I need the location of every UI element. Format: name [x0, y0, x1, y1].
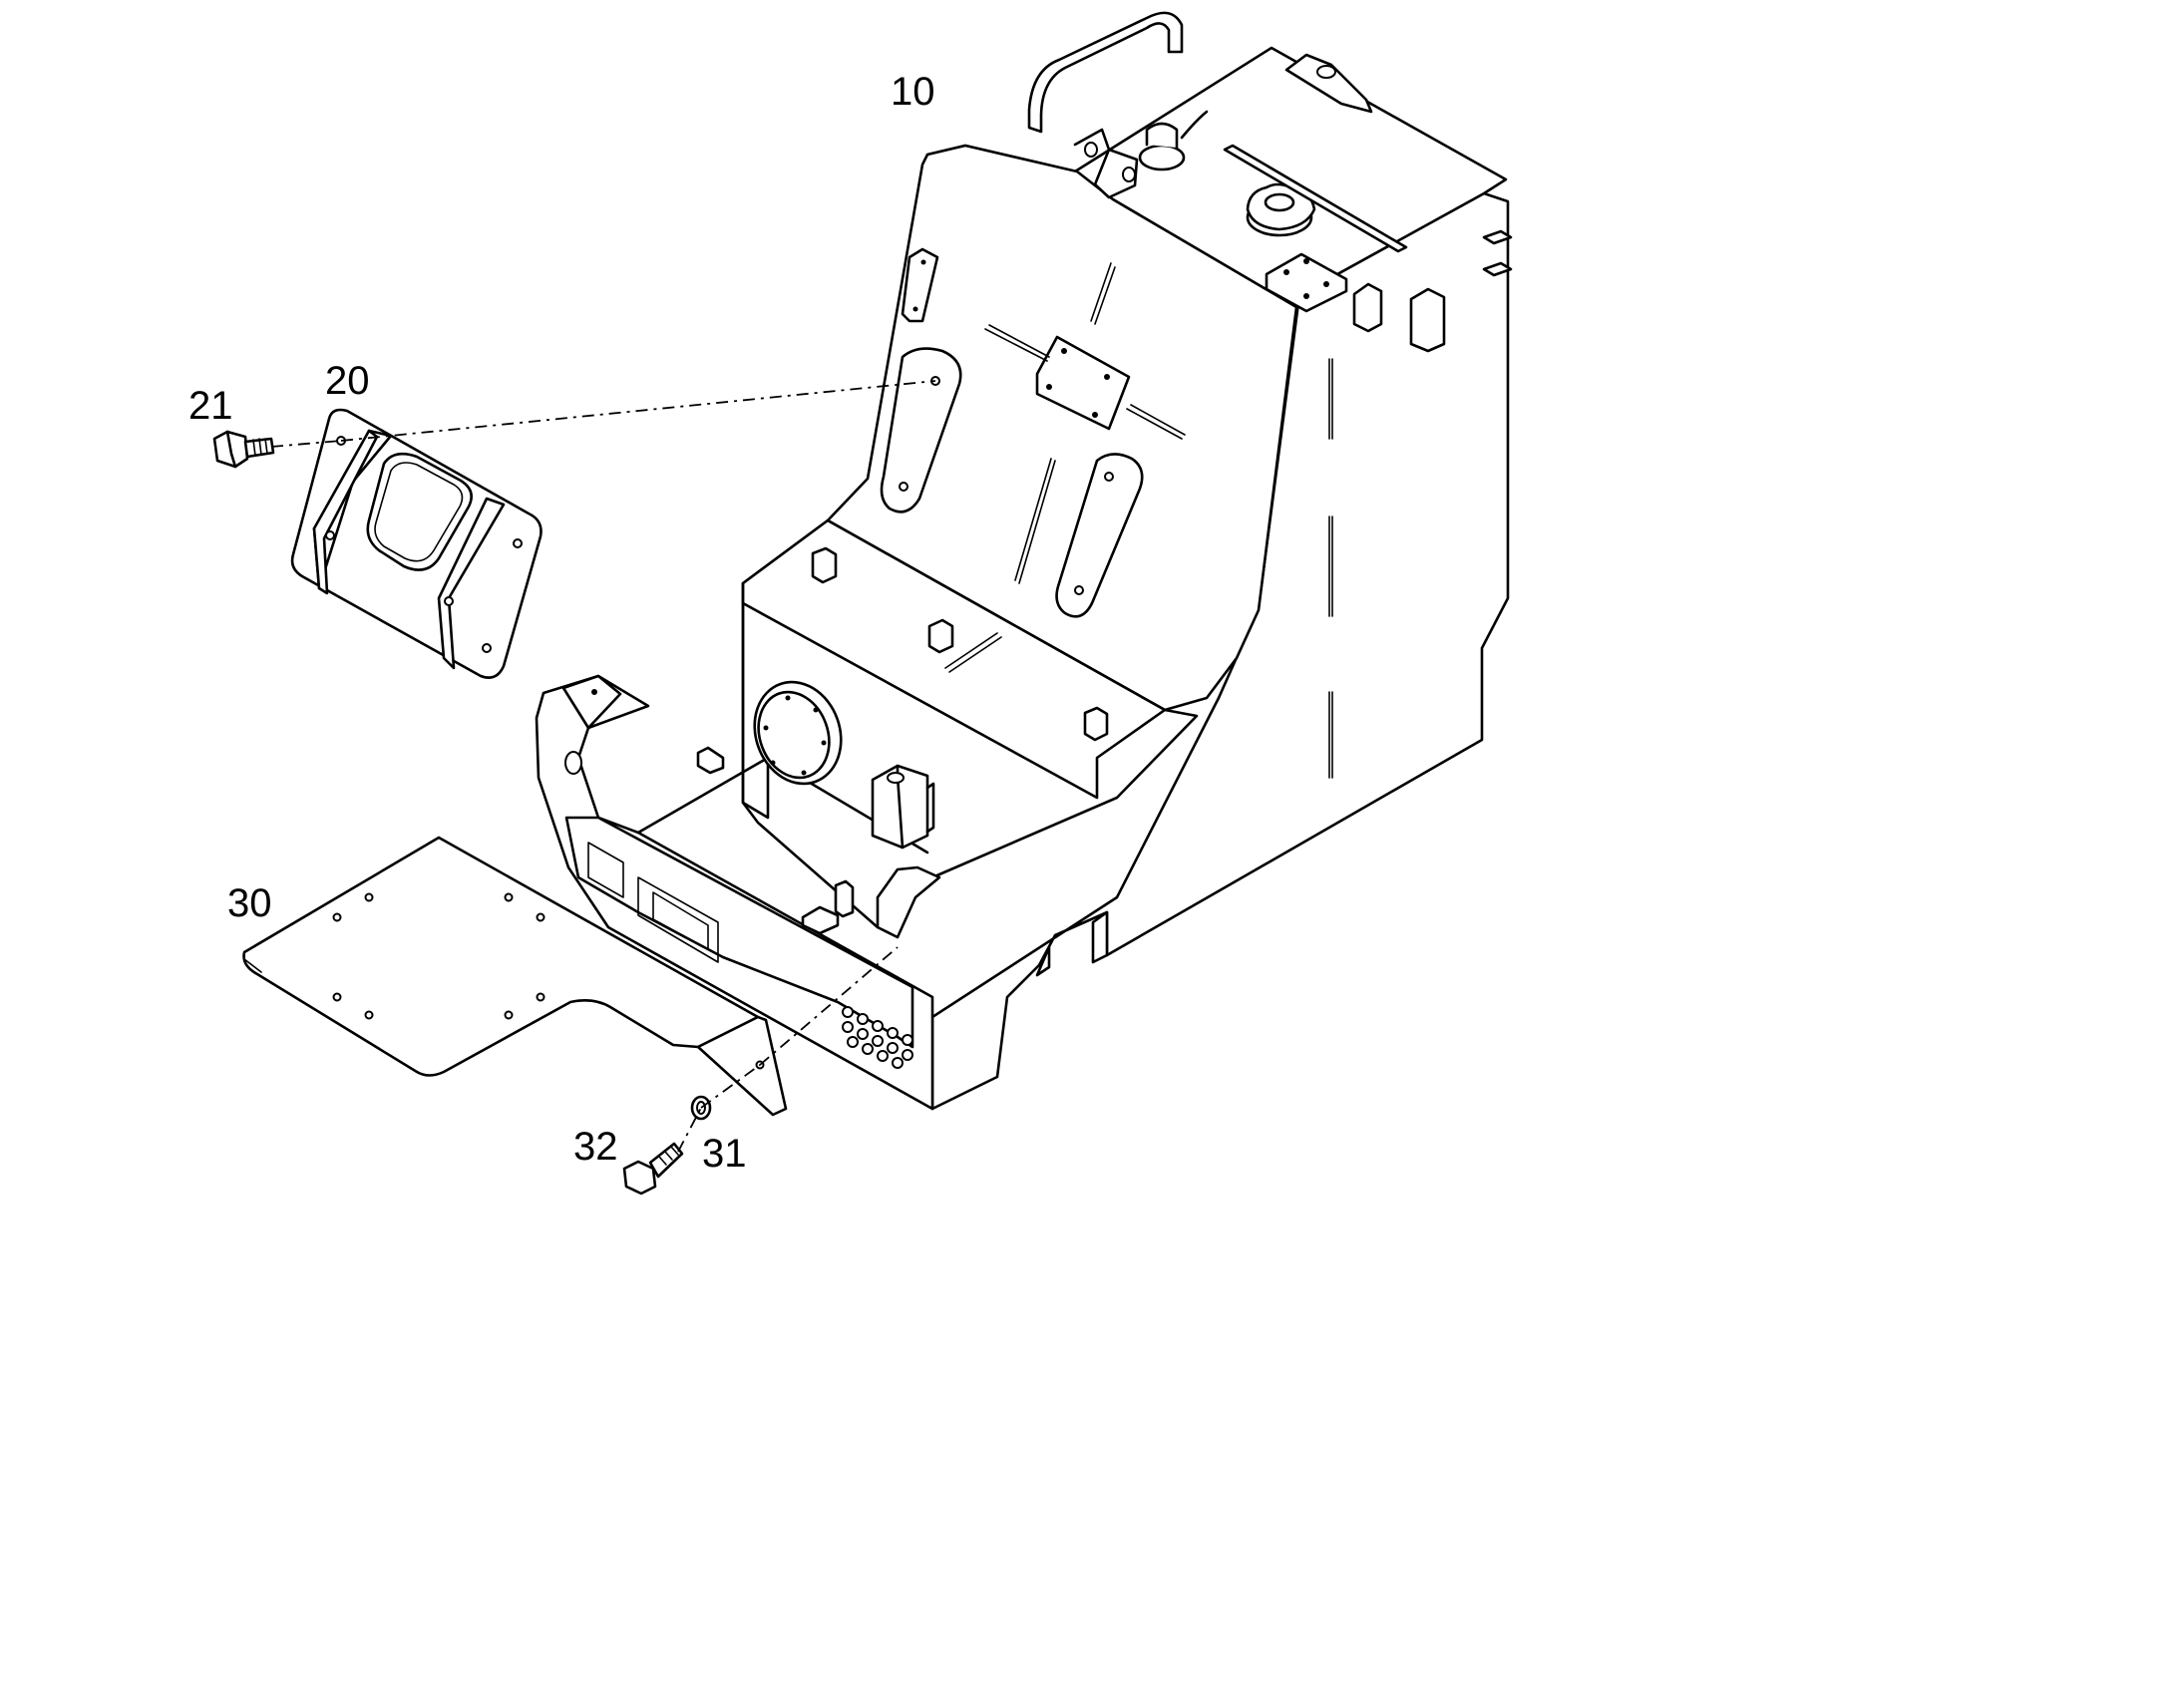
callout-20: 20: [325, 359, 370, 403]
bracket-part-20: [290, 408, 543, 679]
bolt-part-21: [212, 430, 275, 469]
base-plate-part-30: [242, 836, 788, 1117]
vent-grille: [842, 1006, 913, 1069]
round-cover-plate: [753, 680, 843, 786]
bolt-part-32: [622, 1142, 684, 1196]
callout-31: 31: [702, 1132, 747, 1176]
callout-32: 32: [573, 1125, 618, 1169]
callout-10: 10: [891, 70, 935, 114]
fuel-cap-knob: [1246, 182, 1316, 237]
callout-21: 21: [188, 384, 233, 428]
callout-30: 30: [227, 881, 272, 925]
frame-body-part-10: [535, 11, 1513, 1111]
assembly-centerlines: [270, 380, 936, 1153]
